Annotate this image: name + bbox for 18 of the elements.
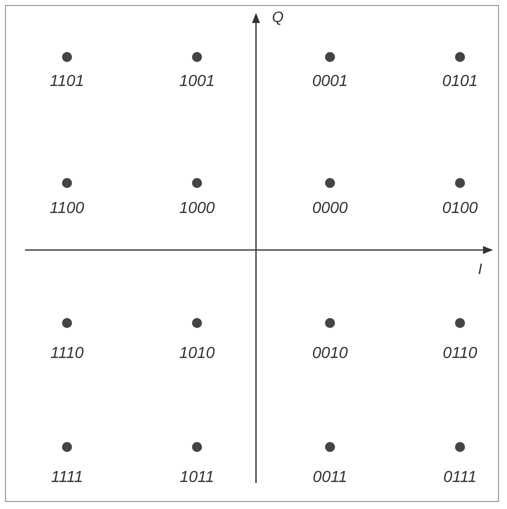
bit-label: 0011 <box>312 470 348 486</box>
axis-label: I <box>478 262 482 277</box>
bit-label: 1011 <box>180 470 214 486</box>
bit-label: 0010 <box>312 346 348 362</box>
bit-label: 1101 <box>50 74 84 90</box>
bit-label: 1111 <box>50 470 84 486</box>
bit-label: 0000 <box>312 201 348 217</box>
bit-label: 0001 <box>312 74 348 90</box>
bit-label: 1001 <box>179 74 215 90</box>
bit-label: 0101 <box>442 74 478 90</box>
bit-label: 0111 <box>443 470 477 486</box>
bit-label: 0110 <box>442 346 478 362</box>
axis-label: Q <box>272 10 284 25</box>
bit-label: 1110 <box>50 346 84 362</box>
bit-label: 1010 <box>179 346 215 362</box>
bit-label: 0100 <box>442 201 478 217</box>
bit-label: 1100 <box>50 201 84 217</box>
bit-label: 1000 <box>179 201 215 217</box>
